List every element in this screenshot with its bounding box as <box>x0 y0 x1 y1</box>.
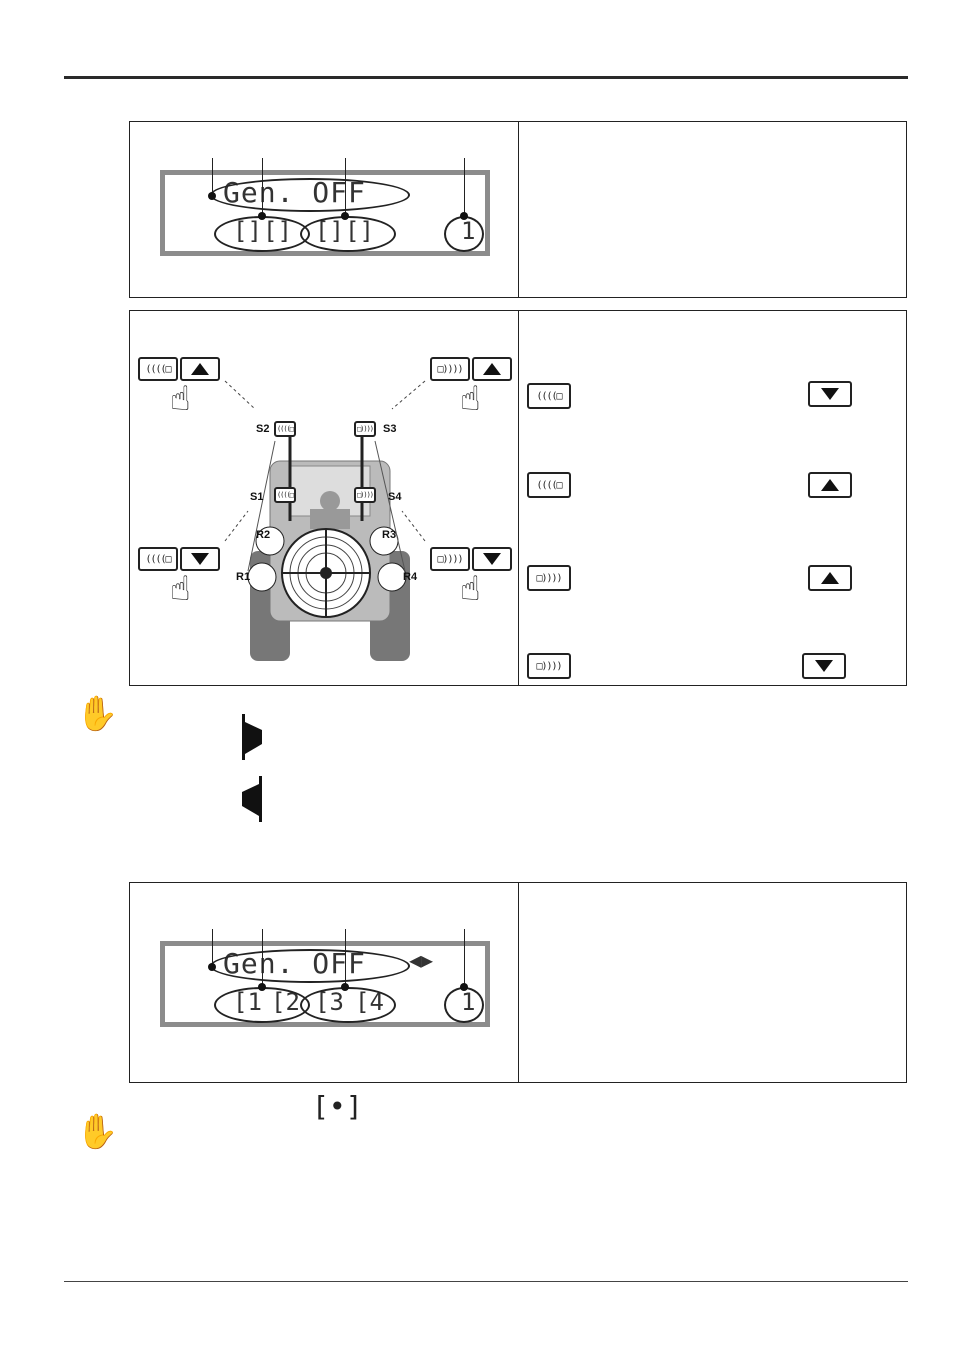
arrow-down-icon <box>821 388 839 400</box>
left-wave-icon: ((((□ <box>274 421 296 437</box>
left-wave-button[interactable]: ((((□ <box>527 472 571 498</box>
callout-ellipse-left <box>214 216 310 252</box>
arrow-down-icon <box>815 660 833 672</box>
left-wave-icon: ((((□ <box>536 390 562 402</box>
pointing-hand-icon: ☝ <box>460 379 481 419</box>
callout-line <box>464 158 465 216</box>
left-wave-icon: ((((□ <box>276 491 294 499</box>
right-wave-icon: □)))) <box>354 487 376 503</box>
right-wave-icon: □)))) <box>437 553 463 565</box>
callout-line <box>262 158 263 216</box>
right-wave-button[interactable]: □)))) <box>430 547 470 571</box>
arrow-up-button[interactable] <box>472 357 512 381</box>
right-wave-icon: □)))) <box>356 425 374 433</box>
left-wave-icon: ((((□ <box>536 479 562 491</box>
panel-divider <box>518 883 519 1082</box>
right-wave-button[interactable]: □)))) <box>430 357 470 381</box>
bracket-dot-symbol: [•] <box>312 1090 363 1123</box>
footer-rule <box>64 1281 908 1282</box>
right-wave-icon: □)))) <box>354 421 376 437</box>
label-r1: R1 <box>236 571 251 583</box>
arrow-up-button[interactable] <box>180 357 220 381</box>
callout-ellipse-number <box>444 987 484 1023</box>
left-wave-button[interactable]: ((((□ <box>138 357 178 381</box>
callout-dot <box>460 983 468 991</box>
arrow-down-button[interactable] <box>802 653 846 679</box>
right-wave-button[interactable]: □)))) <box>527 565 571 591</box>
display-panel-1: Gen. OFF [] [] [] [] 1 <box>129 121 907 298</box>
left-wave-icon: ((((□ <box>274 487 296 503</box>
callout-dot <box>208 192 216 200</box>
arrow-down-icon <box>191 553 209 565</box>
callout-dot <box>208 963 216 971</box>
callout-dot <box>341 983 349 991</box>
arrow-up-icon <box>191 363 209 375</box>
flag-left-icon <box>242 776 262 822</box>
flag-right-icon <box>242 714 262 760</box>
arrow-down-icon <box>483 553 501 565</box>
callout-dot <box>258 212 266 220</box>
callout-line <box>464 929 465 987</box>
header-rule <box>64 76 908 79</box>
label-s2: S2 <box>256 423 270 435</box>
callout-line <box>345 158 346 216</box>
hand-caution-icon: ✋ <box>76 694 119 734</box>
callout-ellipse-number <box>444 216 484 252</box>
callout-line <box>345 929 346 987</box>
arrow-up-icon <box>821 572 839 584</box>
left-wave-icon: ((((□ <box>145 363 171 375</box>
label-s3: S3 <box>383 423 397 435</box>
flag-pair-icon: ◀▶ <box>409 948 434 972</box>
callout-ellipse-line1 <box>210 178 410 212</box>
arrow-down-button[interactable] <box>472 547 512 571</box>
callout-dot <box>341 212 349 220</box>
label-r4: R4 <box>403 571 418 583</box>
callout-line <box>212 929 213 967</box>
display-panel-2: Gen. OFF [1 [2 [3 [4 1 ◀▶ <box>129 882 907 1083</box>
label-r2: R2 <box>256 529 271 541</box>
label-s4: S4 <box>388 491 402 503</box>
pointing-hand-icon: ☝ <box>460 569 481 609</box>
fan-icon <box>281 528 371 618</box>
callout-dot <box>460 212 468 220</box>
hand-caution-icon: ✋ <box>76 1112 119 1152</box>
right-wave-icon: □)))) <box>356 491 374 499</box>
callout-ellipse-line1 <box>210 949 410 983</box>
arrow-up-icon <box>821 479 839 491</box>
left-wave-icon: ((((□ <box>276 425 294 433</box>
right-wave-icon: □)))) <box>437 363 463 375</box>
panel-divider <box>518 122 519 297</box>
label-s1: S1 <box>250 491 264 503</box>
left-wave-button[interactable]: ((((□ <box>527 383 571 409</box>
callout-line <box>262 929 263 987</box>
arrow-up-button[interactable] <box>808 472 852 498</box>
left-wave-button[interactable]: ((((□ <box>138 547 178 571</box>
panel-divider <box>518 311 519 685</box>
callout-ellipse-left <box>214 987 310 1023</box>
callout-dot <box>258 983 266 991</box>
callout-ellipse-right <box>300 216 396 252</box>
arrow-up-icon <box>483 363 501 375</box>
callout-line <box>212 158 213 196</box>
pointing-hand-icon: ☝ <box>170 569 191 609</box>
arrow-up-button[interactable] <box>808 565 852 591</box>
callout-ellipse-right <box>300 987 396 1023</box>
right-wave-button[interactable]: □)))) <box>527 653 571 679</box>
arrow-down-button[interactable] <box>180 547 220 571</box>
left-wave-icon: ((((□ <box>145 553 171 565</box>
label-r3: R3 <box>382 529 397 541</box>
right-wave-icon: □)))) <box>536 660 562 672</box>
pointing-hand-icon: ☝ <box>170 379 191 419</box>
arrow-down-button[interactable] <box>808 381 852 407</box>
sprayer-diagram-panel: ((((□ □)))) ((((□ □)))) ☝ ☝ ☝ ☝ S2 S3 S1… <box>129 310 907 686</box>
right-wave-icon: □)))) <box>536 572 562 584</box>
